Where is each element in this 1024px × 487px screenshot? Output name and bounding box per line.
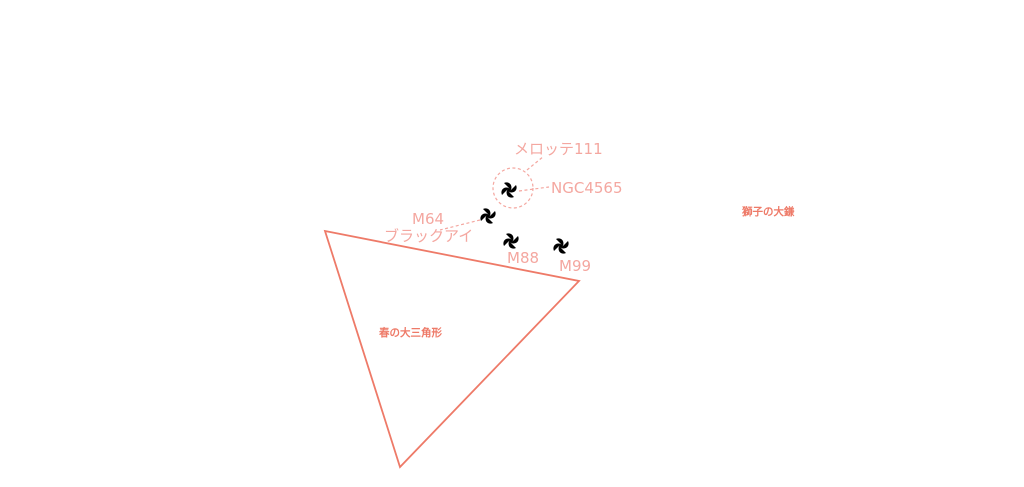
galaxy-icon[interactable] (553, 238, 569, 254)
m64-label[interactable]: M64 (412, 210, 444, 228)
m99-label[interactable]: M99 (559, 257, 591, 275)
ngc4565-label[interactable]: NGC4565 (551, 179, 623, 197)
spring-triangle-label[interactable]: 春の大三角形 (379, 326, 442, 339)
galaxy-icon[interactable] (501, 182, 517, 198)
galaxy-icon[interactable] (503, 233, 519, 249)
m64-sublabel[interactable]: ブラックアイ (384, 227, 473, 245)
m88-label[interactable]: M88 (507, 249, 539, 267)
ngc4565-leader (518, 186, 550, 192)
m64-leader (439, 219, 481, 231)
galaxy-icon[interactable] (480, 208, 496, 224)
sickle-of-leo-label[interactable]: 獅子の大鎌 (741, 205, 795, 218)
melotte111-label[interactable]: メロッテ111 (514, 140, 603, 158)
open-cluster-icon[interactable] (492, 167, 534, 209)
melotte111-leader (526, 155, 545, 171)
spring-triangle-outline (323, 229, 581, 469)
